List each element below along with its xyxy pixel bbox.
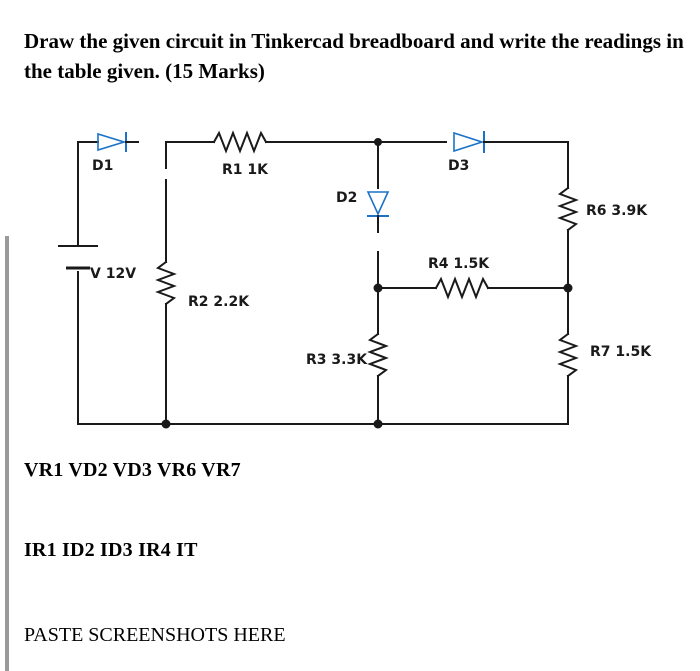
d2-diode-icon — [366, 191, 390, 216]
r2-resistor-icon — [155, 260, 177, 306]
current-table-row: IR1 ID2 ID3 IR4 IT — [24, 539, 198, 561]
paste-screenshots-note: PASTE SCREENSHOTS HERE — [24, 624, 286, 646]
d1-label: D1 — [92, 158, 113, 174]
junction-top — [374, 138, 382, 146]
d3-label: D3 — [448, 158, 469, 174]
r6-label: R6 3.9K — [586, 203, 648, 219]
r7-label: R7 1.5K — [590, 344, 652, 360]
voltage-table-row: VR1 VD2 VD3 VR6 VR7 — [24, 459, 241, 481]
r2-label: R2 2.2K — [188, 294, 250, 310]
r6-resistor-icon — [557, 186, 579, 232]
d2-label: D2 — [336, 190, 357, 206]
junction-bottom-mid — [373, 419, 383, 429]
r1-resistor-icon — [212, 130, 268, 154]
d3-diode-icon — [453, 131, 485, 153]
junction-r4-left — [373, 283, 383, 293]
r4-resistor-icon — [434, 276, 490, 300]
d1-diode-icon — [97, 132, 127, 152]
page-margin-bar — [5, 236, 9, 671]
r3-resistor-icon — [367, 332, 389, 378]
r1-label: R1 1K — [222, 162, 269, 178]
r7-resistor-icon — [557, 332, 579, 378]
r4-label: R4 1.5K — [428, 256, 490, 272]
instruction-heading: Draw the given circuit in Tinkercad brea… — [24, 29, 684, 83]
battery-label: V 12V — [90, 266, 136, 282]
junction-bottom-left — [161, 419, 171, 429]
r3-label: R3 3.3K — [306, 352, 368, 368]
junction-r4-right — [563, 283, 573, 293]
